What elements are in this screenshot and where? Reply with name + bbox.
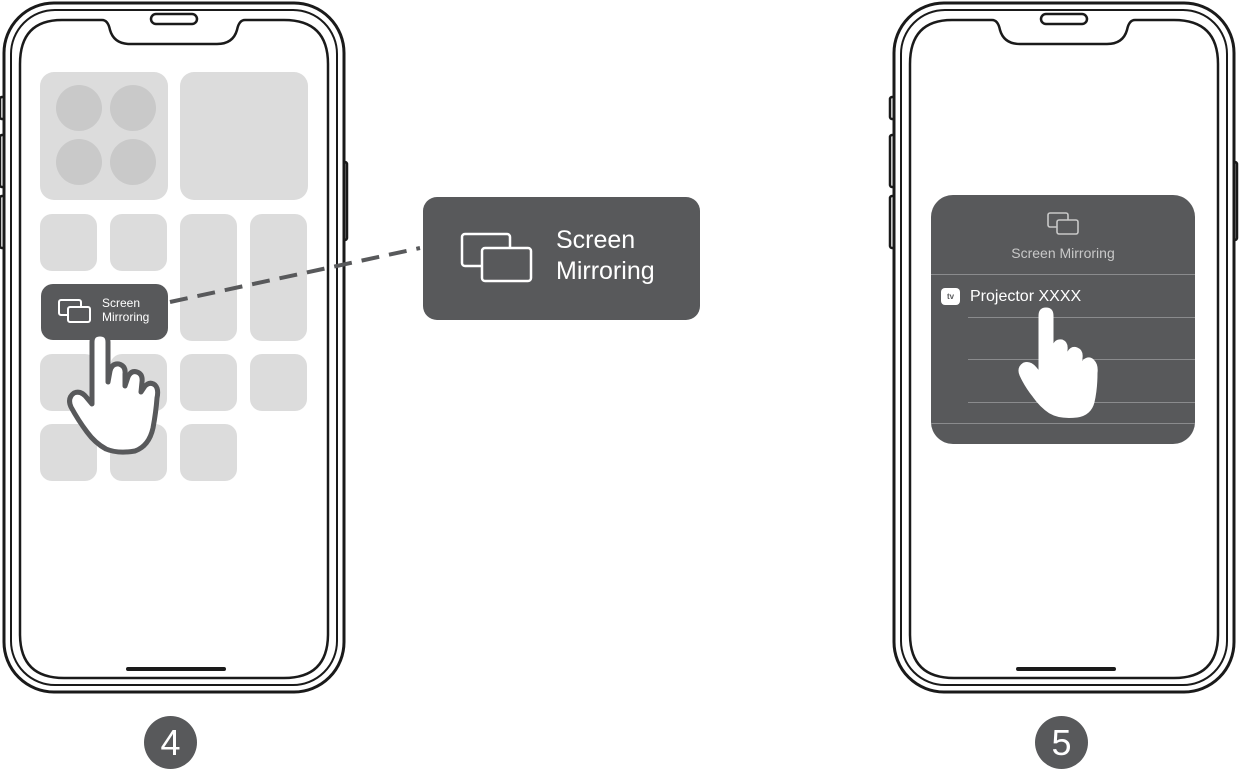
step-5-badge: 5: [1035, 716, 1088, 769]
screen-mirroring-callout: Screen Mirroring: [423, 197, 700, 320]
step-4-badge: 4: [144, 716, 197, 769]
divider: [968, 359, 1195, 360]
apple-tv-icon: tv: [941, 288, 960, 305]
screen-mirroring-icon: [1047, 212, 1079, 235]
callout-label-line2: Mirroring: [556, 257, 655, 285]
screen-mirroring-icon: [58, 299, 91, 323]
screen-mirroring-tile[interactable]: Screen Mirroring: [41, 284, 168, 340]
callout-label: Screen Mirroring: [556, 225, 655, 287]
screen-mirroring-panel: Screen Mirroring tv Projector XXXX: [931, 195, 1195, 444]
panel-title: Screen Mirroring: [1011, 245, 1115, 261]
screen-mirroring-icon: [460, 232, 533, 283]
device-name: Projector XXXX: [970, 288, 1082, 305]
tile-label: Screen Mirroring: [102, 296, 149, 324]
divider: [931, 274, 1195, 275]
callout-connector: [169, 246, 421, 304]
divider: [968, 317, 1195, 318]
tile-label-line2: Mirroring: [102, 310, 150, 324]
control-center-placeholders: [40, 72, 308, 481]
tile-label-line1: Screen: [102, 296, 141, 310]
callout-label-line1: Screen: [556, 226, 636, 254]
divider: [968, 402, 1195, 403]
divider: [931, 423, 1195, 424]
device-row-projector[interactable]: tv Projector XXXX: [931, 275, 1195, 315]
